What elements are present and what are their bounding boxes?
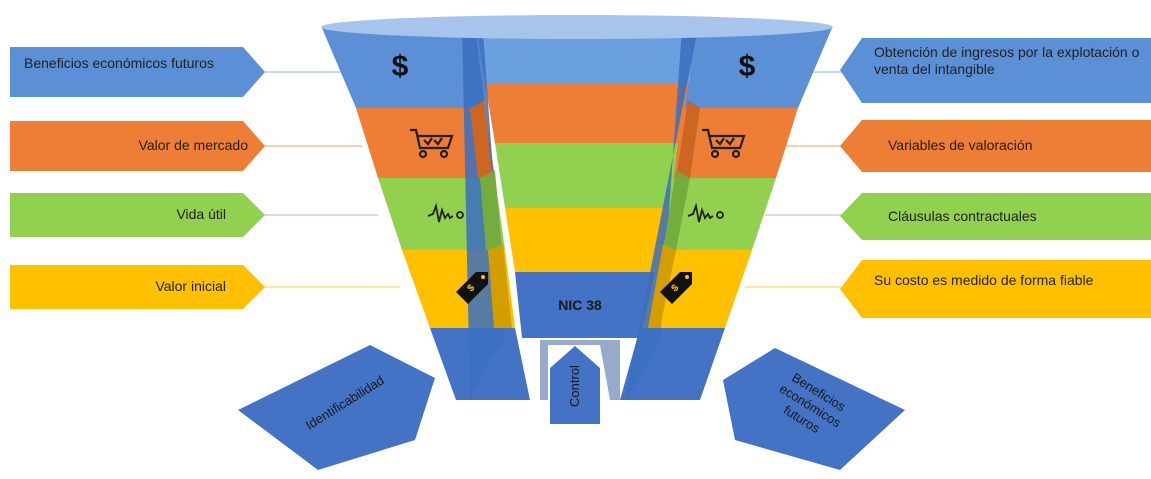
cart-icon [702, 128, 746, 159]
left-arrow-orange [10, 121, 265, 171]
right-label-variables: Variables de valoración [888, 137, 1033, 153]
left-arrow-blue [10, 47, 265, 97]
right-arrow-green [840, 193, 1151, 240]
pulse-icon [687, 202, 724, 223]
pulse-icon [427, 202, 464, 223]
right-label-clausulas: Cláusulas contractuales [888, 208, 1037, 224]
funnel-inner-sides [462, 18, 700, 400]
bottom-arrow-center [550, 346, 600, 424]
bottom-arrow-shapes [238, 345, 905, 470]
left-arrow-yellow [10, 265, 265, 309]
left-label-valor-inicial: Valor inicial [155, 278, 226, 294]
left-label-beneficios: Beneficios económicos futuros [24, 55, 214, 71]
bottom-arrow-right [723, 348, 905, 470]
right-arrow-yellow [840, 260, 1151, 318]
right-arrow-orange [840, 120, 1151, 172]
left-label-valor-mercado: Valor de mercado [138, 137, 248, 153]
right-label-shapes [840, 38, 1151, 318]
cart-icon [410, 128, 454, 159]
right-arrow-blue [840, 38, 1151, 103]
left-arrow-green [10, 193, 265, 237]
right-label-ingresos: Obtención de ingresos por la explotación… [874, 44, 1140, 77]
bottom-arrow-left [238, 345, 435, 470]
funnel-rim [321, 15, 833, 39]
price-tag-icon: $ [456, 272, 488, 304]
center-label-nic38: NIC 38 [558, 297, 602, 313]
connector-lines [262, 71, 860, 288]
price-tag-icon: $ [660, 272, 692, 304]
bottom-label-control: Control [567, 365, 582, 407]
dollar-icon: $ [391, 50, 409, 83]
dollar-icon: $ [738, 50, 756, 83]
funnel-spout-shadow [540, 340, 620, 400]
left-label-vida-util: Vida útil [176, 206, 226, 222]
right-label-costo: Su costo es medido de forma fiable [874, 272, 1094, 288]
left-label-shapes [10, 47, 265, 309]
